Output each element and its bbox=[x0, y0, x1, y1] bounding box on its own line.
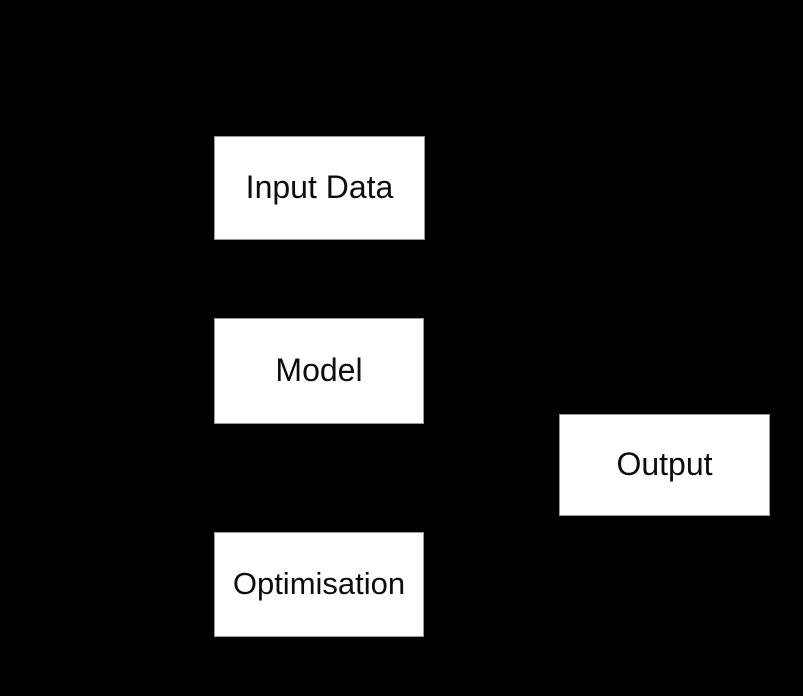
node-input-data-label: Input Data bbox=[245, 169, 394, 206]
node-optimisation[interactable]: Optimisation bbox=[214, 532, 424, 637]
connector-model-to-output bbox=[424, 464, 559, 466]
node-output[interactable]: Output bbox=[559, 414, 770, 516]
connector-input-data-to-model bbox=[318, 240, 320, 318]
node-optimisation-label: Optimisation bbox=[232, 566, 406, 602]
node-input-data[interactable]: Input Data bbox=[214, 136, 425, 240]
node-model-label: Model bbox=[275, 352, 363, 389]
node-model[interactable]: Model bbox=[214, 318, 424, 424]
connector-model-to-optimisation bbox=[318, 424, 320, 532]
node-output-label: Output bbox=[616, 446, 713, 483]
